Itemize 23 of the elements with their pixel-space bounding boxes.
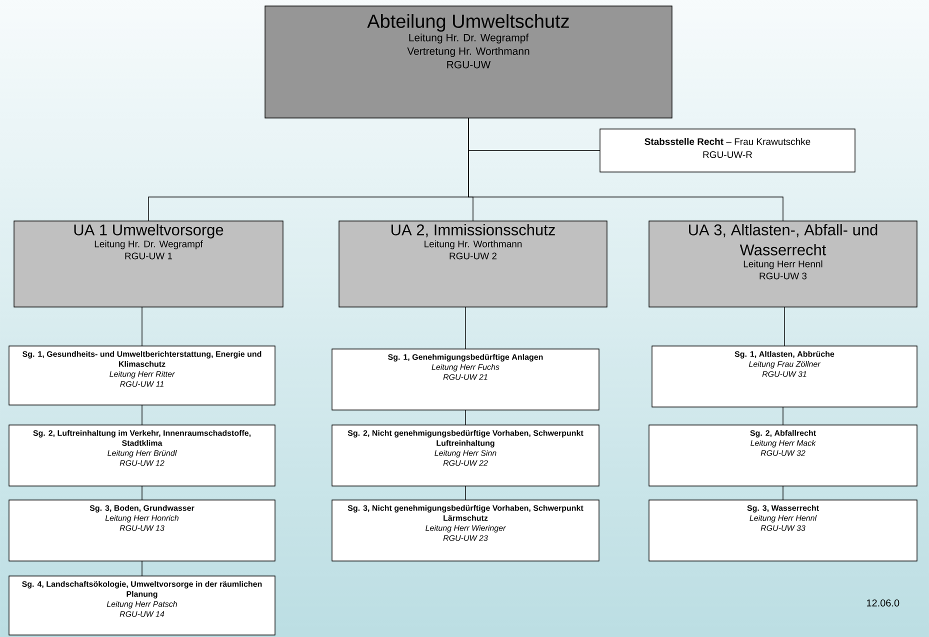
section-box: Sg. 1, Gesundheits- und Umweltberichterstattung, Energie und Klimaschutz Leitung Herr Ritter RGU-UW 11 (8, 346, 276, 406)
connector-line (468, 118, 784, 222)
subdivision-box: UA 2, Immissionsschutz Leitung Hr. Worthmann RGU-UW 2 (338, 220, 608, 308)
connector-line (784, 306, 785, 346)
section-box: Sg. 1, Genehmigungsbedürftige Anlagen Leitung Herr Fuchs RGU-UW 21 (332, 348, 600, 410)
section-box: Sg. 2, Nicht genehmigungsbedürftige Vorhaben, Schwerpunkt Luftreinhaltung Leitung Herr Sinn RGU-UW 22 (332, 424, 600, 486)
subdivision-box: UA 3, Altlasten-, Abfall- und Wasserrecht Leitung Herr Hennl RGU-UW 3 (648, 220, 918, 308)
connector-line (782, 406, 784, 426)
section-box: Sg. 3, Nicht genehmigungsbedürftige Vorhaben, Schwerpunkt Lärmschutz Leitung Herr Wieringer RGU-UW 23 (332, 500, 600, 562)
section-box: Sg. 2, Luftreinhaltung im Verkehr, Innenraumschadstoffe, Stadtklima Leitung Herr Bründl RGU-UW 12 (8, 424, 276, 486)
section-box: Sg. 3, Wasserrecht Leitung Herr Hennl RGU-UW 33 (648, 500, 918, 562)
connector-line (465, 486, 466, 500)
staff-unit-box: Stabsstelle Recht – Frau Krawutschke RGU-UW-R (600, 128, 856, 172)
date-text: 12.06.0 (866, 599, 900, 607)
section-box: Sg. 3, Boden, Grundwasser Leitung Herr Honrich RGU-UW 13 (8, 500, 276, 562)
connector-line (465, 306, 466, 350)
section-box: Sg. 2, Abfallrecht Leitung Herr Mack RGU-UW 32 (648, 424, 918, 486)
connector-line (782, 486, 784, 500)
connector-line (465, 410, 466, 426)
subdivision-box: UA 1 Umweltvorsorge Leitung Hr. Dr. Wegrampf RGU-UW 1 (14, 220, 284, 308)
section-box: Sg. 1, Altlasten, Abbrüche Leitung Frau Zöllner RGU-UW 31 (652, 346, 918, 408)
department-box: Abteilung Umweltschutz Leitung Hr. Dr. Wegrampf Vertretung Hr. Worthmann RGU-UW (264, 6, 672, 118)
section-box: Sg. 4, Landschaftsökologie, Umweltvorsorge in der räumlichen Planung Leitung Herr Patsch RGU-UW 14 (8, 576, 276, 636)
